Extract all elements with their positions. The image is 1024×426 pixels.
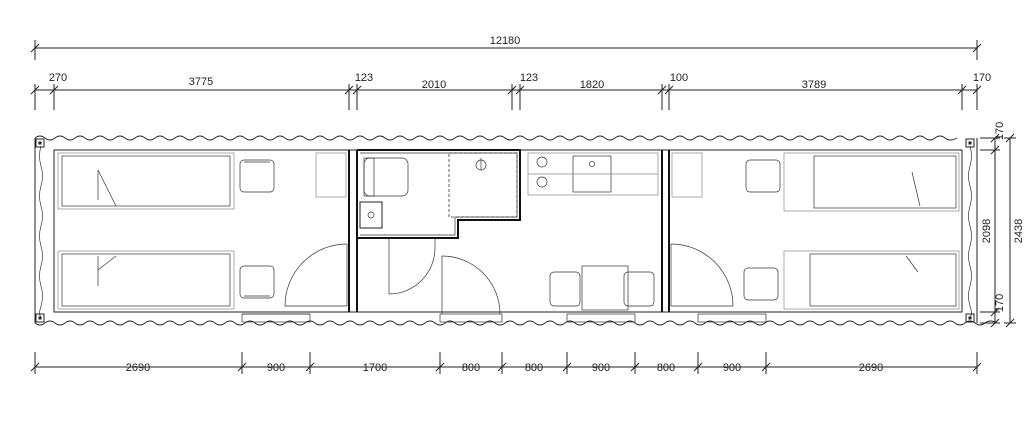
chair [745, 159, 781, 193]
door [670, 243, 734, 307]
right-side-dimensions: 170 2098 170 2438 [980, 122, 1024, 328]
interior-walls [53, 149, 963, 323]
chair [549, 271, 581, 307]
overall-length-dimension: 12180 [30, 35, 982, 60]
top-dim-label: 123 [355, 72, 373, 84]
container-outer-wall [34, 135, 998, 326]
bottom-dim-label: 2690 [126, 362, 150, 374]
top-dim-label: 270 [49, 72, 67, 84]
toilet [363, 157, 409, 197]
left-bedroom [57, 152, 348, 310]
overall-length-label: 12180 [490, 35, 521, 47]
bottom-dim-label: 900 [723, 362, 741, 374]
right-bedroom [670, 152, 960, 310]
top-dim-label: 123 [520, 72, 538, 84]
top-dim-label: 3775 [189, 76, 213, 88]
right-dim-bottom-label: 170 [994, 294, 1006, 312]
bottom-dim-label: 900 [267, 362, 285, 374]
washbasin [359, 201, 383, 229]
chair [239, 159, 275, 193]
door [388, 238, 436, 295]
right-dim-overall-label: 2438 [1013, 219, 1024, 243]
chair [623, 271, 655, 307]
bottom-dim-label: 2690 [859, 362, 883, 374]
top-dim-label: 2010 [422, 79, 446, 91]
bottom-dim-label: 800 [525, 362, 543, 374]
top-dim-label: 100 [670, 72, 688, 84]
top-dim-label: 1820 [580, 79, 604, 91]
right-dim-top-label: 170 [994, 122, 1006, 140]
bottom-dim-label: 1700 [363, 362, 387, 374]
door [441, 255, 501, 315]
cooktop [536, 156, 548, 188]
top-dim-label: 3789 [802, 79, 826, 91]
door [284, 243, 348, 307]
top-segment-dimensions: 270 3775 123 2010 123 1820 100 3789 170 [30, 72, 991, 110]
bottom-dim-label: 900 [592, 362, 610, 374]
bed [57, 152, 235, 210]
right-dim-middle-label: 2098 [981, 219, 993, 243]
bathroom [359, 152, 518, 295]
bottom-segment-dimensions: 2690 900 1700 800 800 900 800 900 2690 [30, 352, 982, 374]
chair [743, 267, 779, 301]
bed [783, 152, 960, 212]
top-dim-label: 170 [973, 72, 991, 84]
bottom-dim-label: 800 [462, 362, 480, 374]
shower [448, 152, 518, 218]
dining-area [441, 255, 655, 315]
chair [239, 265, 275, 299]
bed [783, 250, 960, 310]
kitchen [527, 152, 659, 196]
bottom-dim-label: 800 [657, 362, 675, 374]
bed [57, 250, 235, 310]
